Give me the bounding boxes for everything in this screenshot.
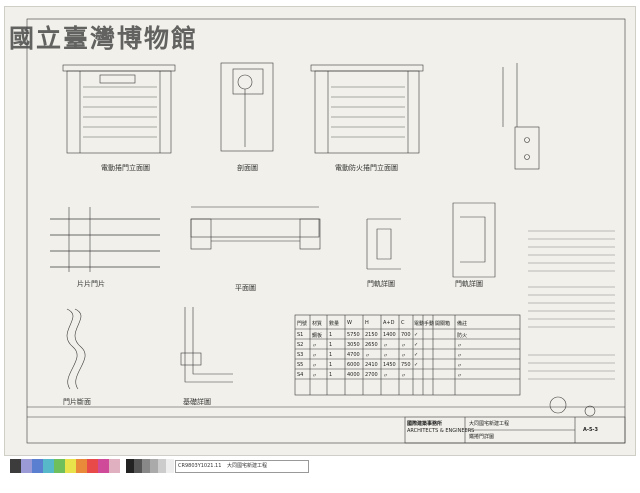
scan-title: 大同國宅新建工程 (227, 463, 268, 469)
gray-swatch (150, 459, 158, 473)
schedule-cell: 〃 (457, 373, 463, 379)
schedule-cell: 〃 (457, 343, 463, 349)
schedule-cell: 4700 (347, 352, 360, 358)
color-swatch (109, 459, 120, 473)
schedule-cell: ✓ (414, 332, 419, 338)
schedule-cell: S1 (297, 332, 304, 338)
schedule-cell: 4000 (347, 372, 360, 378)
schedule-cell: 〃 (401, 353, 407, 359)
schedule-cell: 2150 (365, 332, 378, 338)
label-plan: 平面圖 (235, 284, 256, 292)
schedule-header: 電動 (414, 321, 425, 327)
scan-code: CR9803Y1021.11 (178, 463, 222, 469)
schedule-cell: 1 (329, 372, 333, 378)
schedule-cell: 1 (329, 342, 333, 348)
schedule-cell: ✓ (414, 342, 419, 348)
schedule-header: H (365, 320, 369, 326)
label-elevation-1: 電動捲門立面圖 (101, 164, 150, 172)
color-swatch (10, 459, 21, 473)
gray-swatch (166, 459, 174, 473)
gray-calibration-bar (126, 459, 174, 473)
gray-swatch (134, 459, 142, 473)
drawing-sheet: 國立臺灣博物館 電動捲門立面圖 剖面圖 電動防火捲門立面圖 平面圖 門軌詳圖 門… (4, 6, 636, 456)
schedule-header: 備註 (457, 321, 468, 327)
schedule-cell: 750 (401, 362, 411, 368)
color-swatch (43, 459, 54, 473)
color-swatch (54, 459, 65, 473)
label-anchor: 基礎詳圖 (183, 398, 211, 406)
schedule-cell: 1400 (383, 332, 396, 338)
schedule-cell: 〃 (312, 373, 318, 379)
schedule-header: W (347, 320, 352, 326)
schedule-cell: 700 (401, 332, 411, 338)
schedule-cell: 2700 (365, 372, 378, 378)
color-swatch (76, 459, 87, 473)
schedule-cell: 〃 (383, 353, 389, 359)
label-side-section: 剖面圖 (237, 164, 258, 172)
blueprint-linework (26, 18, 626, 444)
schedule-header: 手動 (424, 321, 435, 327)
schedule-cell: 1450 (383, 362, 396, 368)
color-swatch (87, 459, 98, 473)
gray-swatch (142, 459, 150, 473)
schedule-cell: 鋼板 (312, 333, 323, 339)
label-slat: 片片門片 (77, 280, 105, 288)
schedule-header: C (401, 320, 405, 326)
schedule-cell: 〃 (312, 363, 318, 369)
color-swatch (65, 459, 76, 473)
schedule-cell: 〃 (401, 343, 407, 349)
schedule-header: 數量 (329, 321, 340, 327)
schedule-cell: S3 (297, 352, 304, 358)
schedule-cell: ✓ (414, 352, 419, 358)
schedule-cell: 6000 (347, 362, 360, 368)
label-detail-b: 門軌詳圖 (455, 280, 483, 288)
color-swatch (98, 459, 109, 473)
gray-swatch (158, 459, 166, 473)
schedule-cell: 〃 (312, 343, 318, 349)
title-sheet: 鐵捲門詳圖 (469, 434, 495, 440)
schedule-header: 材質 (312, 321, 323, 327)
title-project: 大同國宅新建工程 (469, 421, 510, 427)
schedule-cell: 〃 (312, 353, 318, 359)
schedule-cell: 〃 (401, 373, 407, 379)
schedule-cell: 5750 (347, 332, 360, 338)
schedule-header: 門號 (297, 321, 308, 327)
gray-swatch (126, 459, 134, 473)
schedule-cell: 2410 (365, 362, 378, 368)
title-firm-en: ARCHITECTS & ENGINEERS (407, 428, 475, 434)
schedule-header: A+D (383, 320, 395, 326)
color-calibration-bar (10, 459, 120, 473)
schedule-cell: 〃 (383, 373, 389, 379)
color-swatch (32, 459, 43, 473)
schedule-cell: 〃 (457, 353, 463, 359)
title-firm: 國際建築事務所 (407, 421, 443, 427)
museum-watermark: 國立臺灣博物館 (9, 24, 199, 53)
label-profile: 門片斷面 (63, 398, 91, 406)
schedule-cell: 2650 (365, 342, 378, 348)
color-swatch (21, 459, 32, 473)
label-elevation-2: 電動防火捲門立面圖 (335, 164, 398, 172)
schedule-cell: 1 (329, 352, 333, 358)
schedule-cell: S2 (297, 342, 304, 348)
scan-label: CR9803Y1021.11 大同國宅新建工程 (175, 460, 309, 473)
schedule-cell: 〃 (365, 353, 371, 359)
schedule-cell: 防火 (457, 333, 468, 339)
schedule-cell: 〃 (457, 363, 463, 369)
schedule-cell: S4 (297, 372, 304, 378)
schedule-cell: 1 (329, 362, 333, 368)
schedule-cell: ✓ (414, 362, 419, 368)
schedule-cell: 1 (329, 332, 333, 338)
schedule-cell: 〃 (383, 343, 389, 349)
title-sheet-no: A-5-3 (583, 427, 598, 433)
label-detail-a: 門軌詳圖 (367, 280, 395, 288)
schedule-cell: 3050 (347, 342, 360, 348)
schedule-header: 開關箱 (435, 321, 451, 327)
schedule-cell: S5 (297, 362, 304, 368)
